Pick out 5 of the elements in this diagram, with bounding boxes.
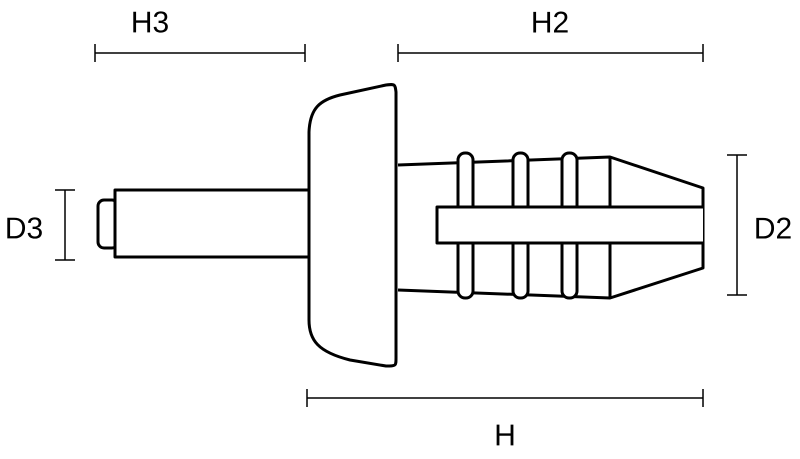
dimension-label: H2 (533, 12, 568, 32)
dimension-label: D2 (756, 218, 791, 238)
dimension-label: D3 (7, 217, 42, 239)
dimension-label: H3 (133, 11, 168, 33)
dimension-label: H (496, 424, 514, 446)
